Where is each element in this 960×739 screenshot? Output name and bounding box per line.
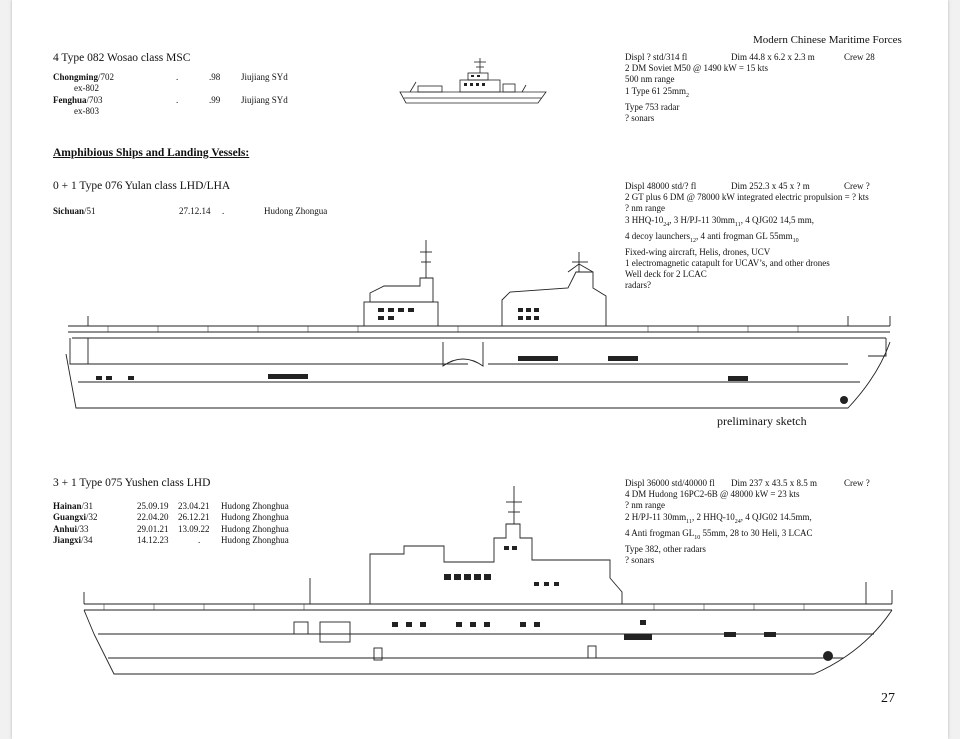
spec-line: ? nm range (625, 203, 665, 214)
yulan-ship-drawing (65, 240, 891, 409)
ex-number: ex-803 (74, 106, 99, 116)
spec-line: 2 GT plus 6 DM @ 78000 kW integrated ele… (625, 192, 869, 203)
ship-name: Fenghua (53, 95, 87, 105)
spec-line: ? sonars (625, 554, 655, 565)
ship-yard: Jiujiang SYd (241, 72, 288, 82)
yulan-specs: Displ 48000 std/? fl Dim 252.3 x 45 x ? m… (625, 181, 870, 291)
spec-displacement: Displ 36000 std/40000 fl (625, 478, 715, 488)
ship-yard: Hudong Zhonghua (221, 501, 289, 511)
ship-year: .99 (209, 95, 221, 105)
drawing-caption: preliminary sketch (717, 414, 807, 428)
launch-date: 14.12.23 (137, 534, 169, 545)
spec-line: 4 decoy launchers12, 4 anti frogman GL 5… (625, 230, 799, 244)
spec-line: Type 753 radar (625, 101, 680, 112)
ship-name: Hainan (53, 501, 82, 511)
document-page: Modern Chinese Maritime Forces 4 Type 08… (12, 0, 948, 739)
launch-date: 29.01.21 (137, 523, 169, 534)
section-title: Amphibious Ships and Landing Vessels: (53, 147, 250, 159)
ship-name: Jiangxi (53, 534, 82, 545)
spec-line: Displ 36000 std/40000 fl Dim 237 x 43.5 x… (625, 478, 870, 489)
launch-date: 22.04.20 (137, 512, 169, 523)
page-number: 27 (881, 691, 895, 706)
pennant-number: /33 (77, 523, 89, 534)
spec-dimensions: Dim 44.8 x 6.2 x 2.3 m (731, 52, 815, 62)
spec-line: 1 electromagnetic catapult for UCAV’s, a… (625, 257, 830, 268)
spec-line: 2 H/PJ-11 30mm11, 2 HHQ-1024, 4 QJG02 14… (625, 511, 812, 525)
spec-dimensions: Dim 237 x 43.5 x 8.5 m (731, 478, 818, 488)
commission-date: . (198, 534, 201, 545)
spec-line: 4 DM Hudong 16PC2-6B @ 48000 kW = 23 kts (625, 489, 800, 500)
ship-dot: . (222, 206, 225, 216)
commission-date: 13.09.22 (178, 523, 210, 534)
commission-date: 23.04.21 (178, 501, 210, 511)
ship-row-fenghua: Fenghua/703 (53, 95, 103, 106)
ship-yard: Hudong Zhongua (264, 206, 328, 216)
spec-line: Well deck for 2 LCAC (625, 269, 707, 280)
spec-line: 3 HHQ-1024, 3 H/PJ-11 30mm11, 4 QJG02 14… (625, 214, 814, 228)
spec-line: 2 DM Soviet M50 @ 1490 kW = 15 kts (625, 63, 768, 74)
ship-name: Chongming (53, 72, 99, 82)
wosao-specs: Displ ? std/314 fl Dim 44.8 x 6.2 x 2.3 m… (625, 52, 875, 124)
ship-yard: Hudong Zhonghua (221, 523, 289, 534)
launch-date: 25.09.19 (137, 501, 169, 511)
spec-displacement: Displ ? std/314 fl (625, 52, 688, 62)
running-header: Modern Chinese Maritime Forces (753, 34, 902, 46)
ship-yard: Hudong Zhonghua (221, 534, 289, 545)
launch-date: 27.12.14 (179, 206, 211, 216)
ship-yard: Jiujiang SYd (241, 95, 288, 105)
yushen-ship-drawing (83, 486, 893, 675)
spec-crew: Crew 28 (844, 52, 875, 62)
pennant-number: /32 (86, 512, 98, 523)
yushen-specs: Displ 36000 std/40000 fl Dim 237 x 43.5 x… (625, 478, 870, 566)
spec-line: ? nm range (625, 500, 665, 511)
ship-row-sichuan: Sichuan/51 (53, 206, 96, 217)
wosao-ship-drawing (399, 58, 547, 104)
pennant-number: /703 (86, 95, 103, 105)
spec-dimensions: Dim 252.3 x 45 x ? m (731, 181, 810, 191)
ship-name: Guangxi (53, 512, 87, 523)
yushen-class-title: 3 + 1 Type 075 Yushen class LHD (53, 477, 211, 489)
spec-line: 500 nm range (625, 74, 675, 85)
spec-line: Type 382, other radars (625, 543, 706, 554)
pennant-number: /51 (84, 206, 96, 216)
wosao-class-title: 4 Type 082 Wosao class MSC (53, 52, 191, 64)
spec-line: Displ 48000 std/? fl Dim 252.3 x 45 x ? m… (625, 181, 870, 192)
ship-name: Anhui (53, 523, 78, 534)
ship-name: Sichuan (53, 206, 85, 216)
spec-line: Fixed-wing aircraft, Helis, drones, UCV (625, 246, 771, 257)
ship-dot: . (176, 72, 179, 82)
spec-crew: Crew ? (844, 181, 870, 191)
ship-row-chongming: Chongming/702 (53, 72, 114, 83)
spec-line: ? sonars (625, 112, 655, 123)
pennant-number: /702 (98, 72, 115, 82)
pennant-number: /34 (81, 534, 93, 545)
spec-crew: Crew ? (844, 478, 870, 488)
commission-date: 26.12.21 (178, 512, 210, 523)
spec-line: 1 Type 61 25mm2 (625, 85, 689, 99)
ex-number: ex-802 (74, 83, 99, 93)
spec-displacement: Displ 48000 std/? fl (625, 181, 697, 191)
yulan-class-title: 0 + 1 Type 076 Yulan class LHD/LHA (53, 180, 231, 192)
spec-line: Displ ? std/314 fl Dim 44.8 x 6.2 x 2.3 m… (625, 52, 875, 63)
ship-dot: . (176, 95, 179, 105)
ship-year: .98 (209, 72, 221, 82)
spec-line: radars? (625, 280, 651, 291)
ship-yard: Hudong Zhonghua (221, 512, 289, 523)
pennant-number: /31 (81, 501, 94, 511)
spec-line: 4 Anti frogman GL10 55mm, 28 to 30 Heli,… (625, 527, 813, 541)
